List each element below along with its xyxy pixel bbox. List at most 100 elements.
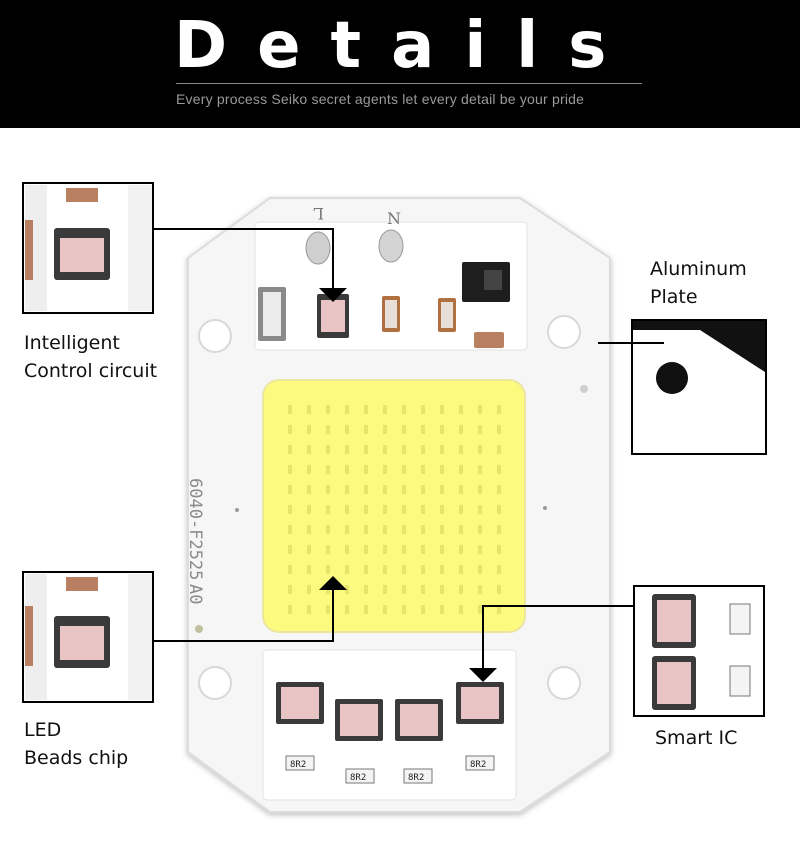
led-bead [478, 485, 482, 494]
svg-text:8R2: 8R2 [290, 760, 306, 770]
leader-control-circuit [153, 228, 334, 288]
led-bead [345, 405, 349, 414]
led-bead [478, 585, 482, 594]
led-bead [307, 485, 311, 494]
led-bead [421, 425, 425, 434]
led-bead [326, 445, 330, 454]
led-bead [497, 465, 501, 474]
led-bead [421, 565, 425, 574]
led-bead [307, 565, 311, 574]
zoom-box-led-chip [22, 571, 154, 703]
led-bead [421, 585, 425, 594]
svg-text:8R2: 8R2 [350, 773, 366, 783]
led-bead [307, 525, 311, 534]
label-smart-ic: Smart IC [655, 727, 738, 749]
led-bead [459, 545, 463, 554]
led-bead [478, 445, 482, 454]
board-revision-text: A0 [185, 584, 205, 604]
led-bead [497, 425, 501, 434]
led-bead [478, 605, 482, 614]
svg-text:8R2: 8R2 [470, 760, 486, 770]
led-bead [402, 545, 406, 554]
led-bead [288, 545, 292, 554]
led-bead [440, 545, 444, 554]
led-bead [497, 405, 501, 414]
led-bead [383, 425, 387, 434]
led-bead [326, 605, 330, 614]
mounting-hole-bottom-left [198, 666, 232, 700]
page-title: Details [174, 9, 637, 83]
led-bead [383, 565, 387, 574]
label-led-chip: LED Beads chip [24, 719, 129, 769]
led-bead [364, 565, 368, 574]
led-bead [459, 465, 463, 474]
led-bead [345, 465, 349, 474]
led-bead [402, 585, 406, 594]
led-bead [307, 545, 311, 554]
led-bead [440, 405, 444, 414]
led-bead [345, 505, 349, 514]
led-bead [345, 445, 349, 454]
led-bead [440, 505, 444, 514]
led-bead [364, 605, 368, 614]
led-bead [459, 405, 463, 414]
led-bead [402, 405, 406, 414]
leader-smart-ic [482, 605, 634, 668]
led-bead [326, 505, 330, 514]
mounting-hole-top-left [198, 319, 232, 353]
led-bead [383, 505, 387, 514]
pin-label-n: N [387, 209, 401, 228]
zoom-box-aluminum-plate [631, 319, 767, 455]
led-bead [307, 505, 311, 514]
led-bead [383, 445, 387, 454]
page-subtitle: Every process Seiko secret agents let ev… [176, 91, 585, 107]
led-bead [364, 485, 368, 494]
led-bead [383, 585, 387, 594]
led-bead [345, 425, 349, 434]
title-divider [176, 83, 642, 84]
led-bead [478, 465, 482, 474]
led-bead [402, 485, 406, 494]
led-bead [440, 565, 444, 574]
led-bead [497, 445, 501, 454]
header-banner: Details Every process Seiko secret agent… [0, 0, 800, 128]
led-bead [478, 405, 482, 414]
led-bead [326, 565, 330, 574]
led-bead [345, 585, 349, 594]
label-aluminum-plate: Aluminum Plate [650, 258, 747, 308]
led-bead [478, 425, 482, 434]
led-bead [345, 485, 349, 494]
svg-text:8R2: 8R2 [408, 773, 424, 783]
led-bead [421, 525, 425, 534]
smart-ic-chip-3 [395, 699, 443, 741]
led-bead [307, 405, 311, 414]
led-bead [440, 425, 444, 434]
label-control-circuit: Intelligent Control circuit [24, 332, 158, 382]
led-bead [459, 485, 463, 494]
led-bead [307, 425, 311, 434]
led-bead [440, 465, 444, 474]
led-bead [440, 525, 444, 534]
smart-ic-chip-1 [276, 682, 324, 724]
led-bead [383, 545, 387, 554]
led-bead [364, 545, 368, 554]
led-bead [459, 445, 463, 454]
led-bead [307, 585, 311, 594]
led-bead [459, 525, 463, 534]
led-bead [402, 465, 406, 474]
led-bead [288, 605, 292, 614]
arrow-smart-ic [469, 668, 497, 682]
led-bead [440, 485, 444, 494]
led-bead [402, 565, 406, 574]
led-bead [345, 525, 349, 534]
led-bead [345, 545, 349, 554]
led-bead [497, 605, 501, 614]
led-bead [478, 505, 482, 514]
led-bead [288, 465, 292, 474]
led-bead [307, 445, 311, 454]
led-bead [383, 605, 387, 614]
led-bead [288, 425, 292, 434]
led-bead [459, 565, 463, 574]
led-bead [326, 545, 330, 554]
led-bead [288, 585, 292, 594]
